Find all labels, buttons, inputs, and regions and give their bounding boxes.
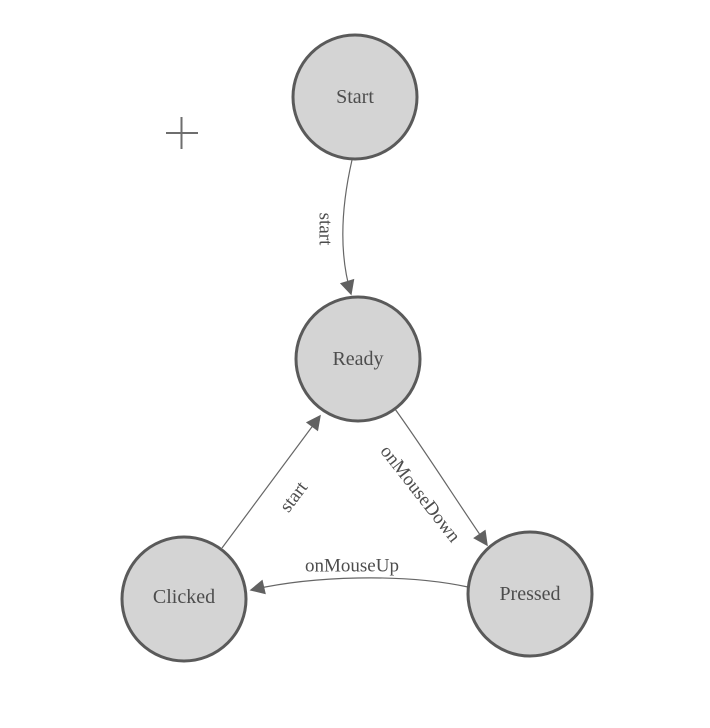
edge-line: [249, 577, 469, 595]
node-circle: [466, 530, 594, 658]
node-clicked[interactable]: Clicked: [120, 535, 248, 663]
node-label: Ready: [332, 348, 383, 370]
node-ready[interactable]: Ready: [294, 295, 422, 423]
node-circle: [291, 33, 419, 161]
edge-clicked-to-ready[interactable]: start: [221, 414, 321, 549]
edge-label: start: [276, 477, 313, 516]
node-start[interactable]: Start: [291, 33, 419, 161]
edge-line: [394, 408, 488, 547]
node-circle: [120, 535, 248, 663]
node-circle: [294, 295, 422, 423]
edge-label: start: [315, 213, 336, 246]
crosshair-icon: [166, 117, 198, 149]
node-label: Start: [336, 86, 374, 108]
node-label: Clicked: [153, 586, 215, 608]
node-pressed[interactable]: Pressed: [466, 530, 594, 658]
node-label: Pressed: [499, 583, 560, 605]
edge-ready-to-pressed[interactable]: onMouseDown: [376, 408, 488, 547]
edge-line: [221, 414, 321, 549]
edge-label: onMouseDown: [376, 441, 465, 547]
edge-pressed-to-clicked[interactable]: onMouseUp: [249, 556, 469, 595]
edge-line: [339, 159, 355, 296]
edge-label: onMouseUp: [305, 556, 399, 577]
edge-start-to-ready[interactable]: start: [315, 159, 355, 296]
